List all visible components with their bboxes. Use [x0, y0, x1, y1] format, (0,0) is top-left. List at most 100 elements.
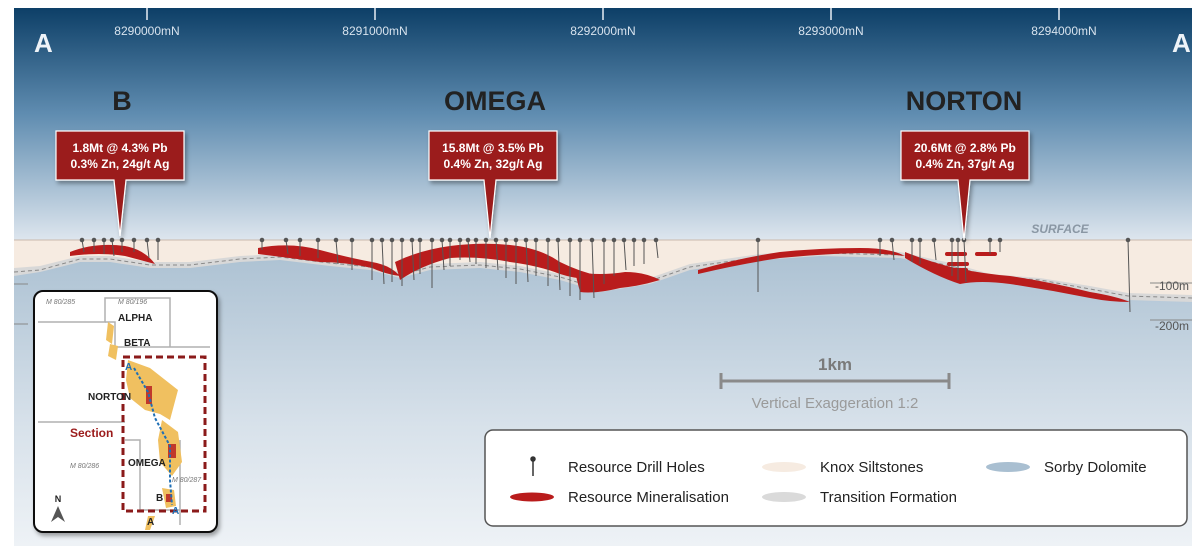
drill-hole-collar	[409, 237, 415, 243]
inset-label-omega: OMEGA	[128, 458, 166, 469]
drill-hole-collar	[429, 237, 435, 243]
inset-tenement-2: M 80/196	[118, 299, 147, 306]
scale-label: 1km	[818, 355, 852, 374]
drill-hole-collar	[523, 237, 529, 243]
inset-ore-alpha	[106, 322, 114, 344]
drill-hole-collar	[653, 237, 659, 243]
drill-hole	[495, 239, 499, 271]
drill-hole	[655, 239, 659, 259]
drill-hole-collar	[283, 237, 289, 243]
left-margin	[0, 0, 14, 546]
drill-hole-collar	[399, 237, 405, 243]
drill-hole-collar	[949, 237, 955, 243]
inset-ore-south	[145, 516, 155, 530]
inset-section-box	[121, 355, 207, 513]
deposit-name-b: B	[112, 86, 132, 116]
north-arrow-icon	[51, 506, 65, 522]
corner-label-right: A	[1172, 28, 1191, 58]
mineralisation-norton	[905, 252, 1130, 302]
knox-legend-swatch	[762, 462, 806, 472]
drill-hole-collar	[447, 237, 453, 243]
drill-hole-collar	[567, 237, 573, 243]
inset-tenement-3: M 80/286	[70, 463, 99, 470]
deposit-name-norton: NORTON	[906, 86, 1023, 116]
formation-contact-line	[13, 252, 1192, 299]
inset-tenement-1: M 80/285	[46, 299, 75, 306]
inset-label-alpha: ALPHA	[118, 313, 152, 324]
drill-hole-collar	[513, 237, 519, 243]
sorby-legend-swatch	[986, 462, 1030, 472]
drill-hole-collar	[493, 237, 499, 243]
drill-hole-collar	[109, 237, 115, 243]
drill-hole-collar	[417, 237, 423, 243]
callout-norton-line2: 0.4% Zn, 37g/t Ag	[916, 157, 1015, 171]
drill-hole-collar	[621, 237, 627, 243]
mineralisation-norton-lens-4	[938, 268, 968, 272]
drill-hole-collar	[333, 237, 339, 243]
inset-north-label: N	[55, 494, 62, 504]
drill-hole-collar	[601, 237, 607, 243]
drill-hole-collar	[259, 237, 265, 243]
drill-hole-collar	[457, 237, 463, 243]
mineralisation-norton-lens-1	[945, 252, 967, 256]
drill-hole-collar	[641, 237, 647, 243]
mineralisation-legend-swatch	[510, 492, 554, 502]
inset-label-norton: NORTON	[88, 392, 131, 403]
drill-hole-collar	[144, 237, 150, 243]
drill-hole-legend-icon	[530, 456, 536, 476]
transition-legend-swatch	[762, 492, 806, 502]
vertical-exaggeration-label: Vertical Exaggeration 1:2	[752, 395, 919, 412]
inset-label-beta: BETA	[124, 338, 150, 349]
drill-hole	[411, 239, 415, 281]
mineralisation-omega-west	[258, 245, 400, 276]
depth-label-100: -100m	[1155, 279, 1189, 293]
inset-tenement-lines	[38, 297, 210, 525]
drill-hole-collar	[955, 237, 961, 243]
mineralisation-central-flat	[698, 248, 905, 274]
drill-hole-collar	[987, 237, 993, 243]
legend-knox-label: Knox Siltstones	[820, 459, 923, 476]
sky-background	[14, 8, 1192, 242]
callout-norton-line1: 20.6Mt @ 2.8% Pb	[914, 141, 1016, 155]
drill-hole	[467, 239, 471, 263]
drill-hole	[335, 239, 339, 265]
drill-hole-collar	[917, 237, 923, 243]
drill-hole-collar	[79, 237, 85, 243]
drill-hole	[891, 239, 895, 261]
inset-label-a-b: A	[147, 517, 154, 528]
callout-omega-line1: 15.8Mt @ 3.5% Pb	[442, 141, 544, 155]
drill-hole-collar	[1125, 237, 1131, 243]
drill-hole-collar	[909, 237, 915, 243]
northing-label-5: 8294000mN	[1031, 24, 1096, 38]
drill-hole	[933, 239, 937, 261]
drill-hole-collar	[349, 237, 355, 243]
northing-label-2: 8291000mN	[342, 24, 407, 38]
drill-hole-collar	[369, 237, 375, 243]
drill-hole-collar	[931, 237, 937, 243]
drill-hole-collar	[889, 237, 895, 243]
drill-hole	[441, 239, 445, 271]
drill-hole-collar	[91, 237, 97, 243]
drill-hole-collar	[589, 237, 595, 243]
drill-hole-collar	[577, 237, 583, 243]
legend-transition-label: Transition Formation	[820, 489, 957, 506]
drill-hole-collar	[997, 237, 1003, 243]
mineralisation-omega-central	[395, 243, 600, 280]
legend: Resource Drill Holes Resource Mineralisa…	[484, 429, 1188, 527]
legend-drill-holes-label: Resource Drill Holes	[568, 459, 705, 476]
inset-label-a-bottom: A	[172, 506, 179, 517]
callout-omega-line2: 0.4% Zn, 32g/t Ag	[444, 157, 543, 171]
depth-label-200: -200m	[1155, 319, 1189, 333]
callout-norton	[900, 130, 1030, 241]
northing-label-3: 8292000mN	[570, 24, 635, 38]
drill-hole-collar	[119, 237, 125, 243]
drill-hole-collar	[315, 237, 321, 243]
inset-map	[33, 290, 218, 533]
drill-hole-collar	[631, 237, 637, 243]
drill-hole-collar	[465, 237, 471, 243]
callout-b-line1: 1.8Mt @ 4.3% Pb	[72, 141, 167, 155]
drill-hole	[963, 239, 967, 283]
drill-hole-collar	[297, 237, 303, 243]
inset-tenement-4: M 80/287	[172, 477, 202, 484]
inset-ore-beta	[108, 344, 118, 360]
